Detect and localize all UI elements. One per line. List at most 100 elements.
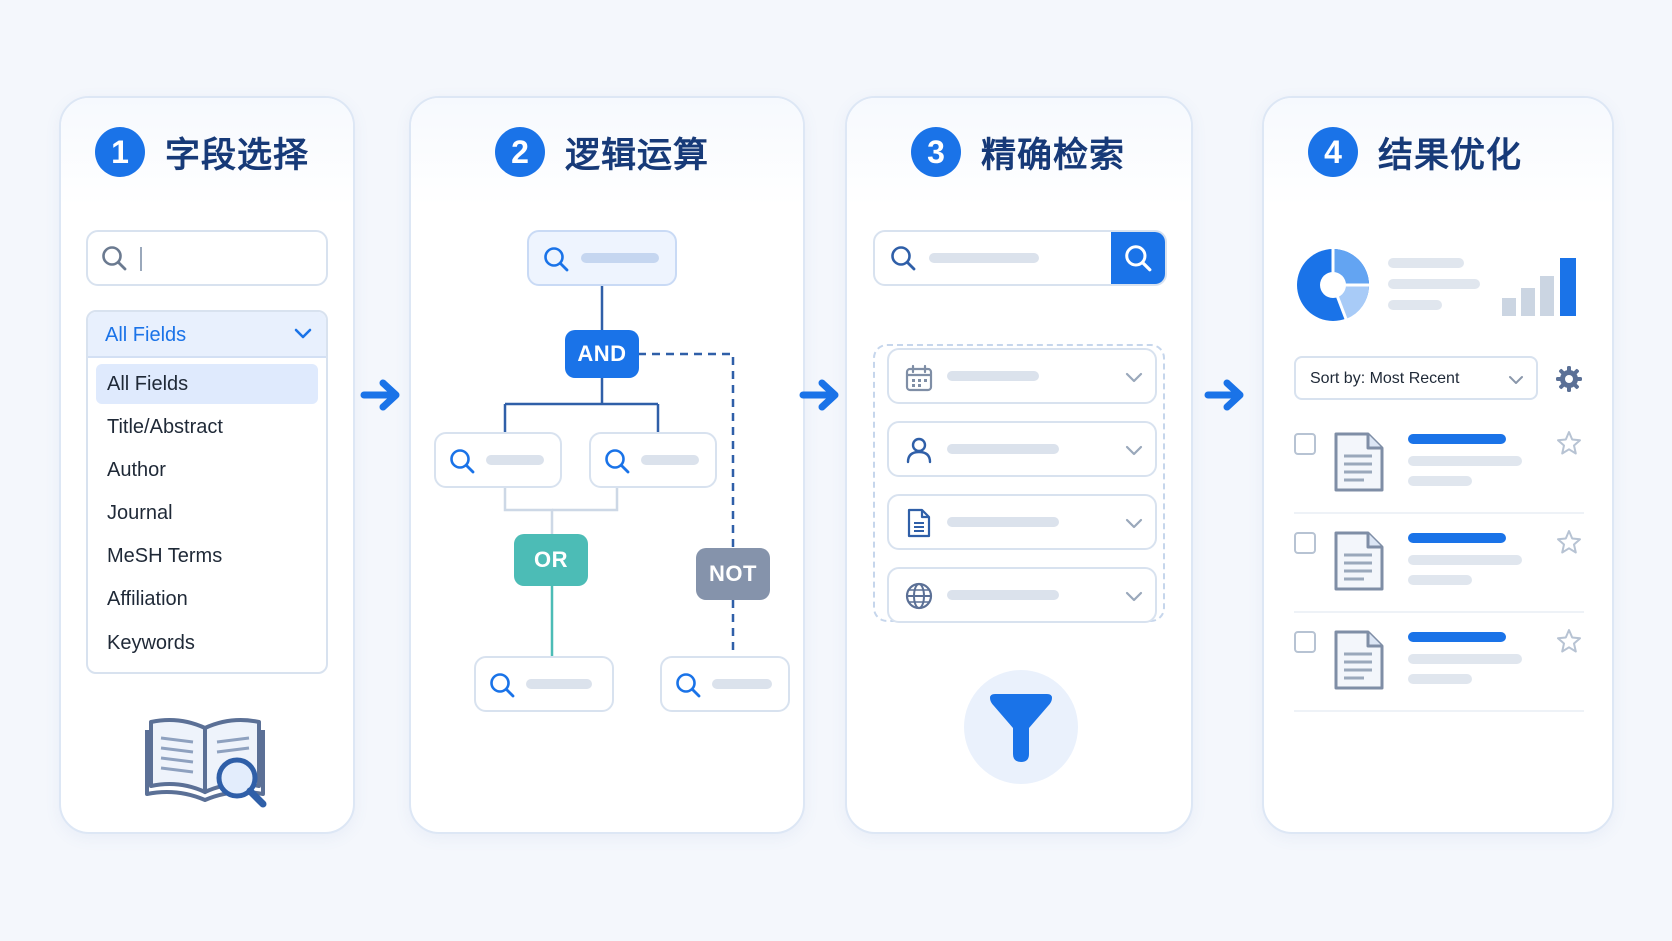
step-number-badge: 1 xyxy=(95,127,145,177)
not-operator[interactable]: NOT xyxy=(696,548,770,600)
result-item[interactable] xyxy=(1294,523,1584,613)
placeholder-bar xyxy=(947,517,1059,527)
placeholder-bar xyxy=(641,455,699,465)
filter-date-dropdown[interactable] xyxy=(887,348,1157,404)
result-meta-bar xyxy=(1408,674,1472,684)
chevron-down-icon xyxy=(1125,372,1143,383)
result-title-bar xyxy=(1408,434,1506,444)
dropdown-selected-label: All Fields xyxy=(105,324,187,346)
placeholder-bar xyxy=(712,679,772,689)
step-title: 精确检索 xyxy=(981,135,1126,176)
result-meta-bar xyxy=(1408,456,1522,466)
arrow-right-icon xyxy=(799,379,839,411)
panel-result-optimization: 4 结果优化 Sort by: Most Recent xyxy=(1262,96,1614,834)
search-node-not[interactable] xyxy=(660,656,790,712)
dropdown-option-journal[interactable]: Journal xyxy=(107,501,173,524)
star-icon[interactable] xyxy=(1556,628,1582,654)
document-icon xyxy=(907,508,931,538)
search-icon xyxy=(605,449,630,474)
search-input[interactable] xyxy=(873,230,1167,286)
chevron-down-icon xyxy=(294,328,312,339)
search-icon xyxy=(450,449,475,474)
user-icon xyxy=(906,437,932,464)
bar-chart-icon xyxy=(1502,258,1576,316)
panel-header: 1 字段选择 xyxy=(61,98,353,206)
pie-chart-icon xyxy=(1297,249,1370,321)
search-node-right[interactable] xyxy=(589,432,717,488)
result-item[interactable] xyxy=(1294,424,1584,514)
summary-bar xyxy=(1388,300,1442,310)
placeholder-bar xyxy=(947,444,1059,454)
step-title: 逻辑运算 xyxy=(565,135,710,176)
document-icon xyxy=(1334,531,1384,591)
calendar-icon xyxy=(905,364,933,392)
summary-bar xyxy=(1388,258,1464,268)
step-number-badge: 3 xyxy=(911,127,961,177)
panel-field-select: 1 字段选择 All Fields All Fields Title/Abstr… xyxy=(59,96,355,834)
dropdown-option-keywords[interactable]: Keywords xyxy=(107,631,195,654)
result-item[interactable] xyxy=(1294,622,1584,712)
document-icon xyxy=(1334,432,1384,492)
chevron-down-icon xyxy=(1125,445,1143,456)
arrow-right-icon xyxy=(360,379,400,411)
result-title-bar xyxy=(1408,632,1506,642)
text-cursor xyxy=(140,247,142,271)
logic-connectors xyxy=(503,286,735,656)
result-checkbox[interactable] xyxy=(1294,532,1316,554)
search-node-or[interactable] xyxy=(474,656,614,712)
result-meta-bar xyxy=(1408,476,1472,486)
search-icon xyxy=(490,673,515,698)
step-title: 字段选择 xyxy=(165,135,310,176)
placeholder-bar xyxy=(947,590,1059,600)
filter-button[interactable] xyxy=(964,670,1078,784)
search-button[interactable] xyxy=(1111,232,1165,284)
arrow-right-icon xyxy=(1204,379,1244,411)
search-node-left[interactable] xyxy=(434,432,562,488)
dropdown-option-all-fields[interactable]: All Fields xyxy=(96,364,318,404)
search-icon xyxy=(544,247,569,272)
chevron-down-icon xyxy=(1509,376,1523,384)
search-icon xyxy=(891,246,916,271)
gear-icon[interactable] xyxy=(1556,366,1582,392)
and-operator[interactable]: AND xyxy=(565,330,639,378)
sort-dropdown[interactable]: Sort by: Most Recent xyxy=(1294,356,1538,400)
funnel-icon xyxy=(990,694,1052,762)
placeholder-bar xyxy=(486,455,544,465)
sort-label: Sort by: Most Recent xyxy=(1310,370,1460,387)
dropdown-option-author[interactable]: Author xyxy=(107,458,166,481)
star-icon[interactable] xyxy=(1556,430,1582,456)
placeholder-bar xyxy=(929,253,1039,263)
globe-icon xyxy=(905,582,933,610)
step-number-badge: 2 xyxy=(495,127,545,177)
search-icon xyxy=(102,246,127,271)
filter-language-dropdown[interactable] xyxy=(887,567,1157,623)
filter-document-type-dropdown[interactable] xyxy=(887,494,1157,550)
dropdown-header[interactable]: All Fields xyxy=(88,312,326,358)
summary-bar xyxy=(1388,279,1480,289)
result-meta-bar xyxy=(1408,575,1472,585)
step-title: 结果优化 xyxy=(1378,135,1523,176)
panel-header: 3 精确检索 xyxy=(847,98,1191,206)
result-title-bar xyxy=(1408,533,1506,543)
placeholder-bar xyxy=(526,679,592,689)
panel-logic-operations: 2 逻辑运算 AND OR xyxy=(409,96,805,834)
placeholder-bar xyxy=(947,371,1039,381)
panel-header: 4 结果优化 xyxy=(1264,98,1612,206)
dropdown-option-affiliation[interactable]: Affiliation xyxy=(107,587,188,610)
step-number-badge: 4 xyxy=(1308,127,1358,177)
star-icon[interactable] xyxy=(1556,529,1582,555)
dropdown-option-mesh-terms[interactable]: MeSH Terms xyxy=(107,544,223,567)
chevron-down-icon xyxy=(1125,591,1143,602)
result-meta-bar xyxy=(1408,555,1522,565)
result-checkbox[interactable] xyxy=(1294,631,1316,653)
search-icon xyxy=(1125,245,1152,272)
document-icon xyxy=(1334,630,1384,690)
dropdown-option-title-abstract[interactable]: Title/Abstract xyxy=(107,415,223,438)
search-input[interactable] xyxy=(86,230,328,286)
filter-author-dropdown[interactable] xyxy=(887,421,1157,477)
search-node-root[interactable] xyxy=(527,230,677,286)
field-dropdown[interactable]: All Fields All Fields Title/Abstract Aut… xyxy=(86,310,328,674)
panel-precise-search: 3 精确检索 xyxy=(845,96,1193,834)
result-checkbox[interactable] xyxy=(1294,433,1316,455)
or-operator[interactable]: OR xyxy=(514,534,588,586)
